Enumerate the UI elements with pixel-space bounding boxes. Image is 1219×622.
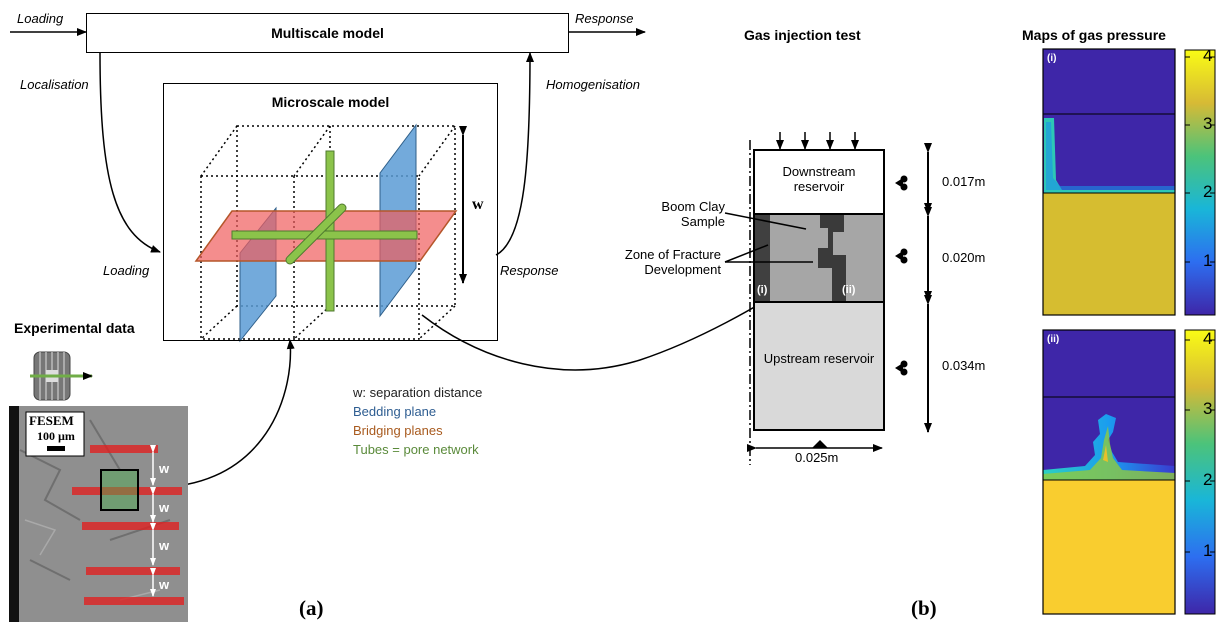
fracture-zone-label: Zone of Fracture Development xyxy=(624,247,721,277)
loading-mid-label: Loading xyxy=(103,263,150,278)
cbar-ii-tick-1: 1 xyxy=(1203,541,1213,560)
cbar-ii-tick-4: 4 xyxy=(1203,329,1213,348)
experimental-data-title: Experimental data xyxy=(14,320,135,336)
maps-title: Maps of gas pressure xyxy=(1022,27,1166,43)
gas-injection-title: Gas injection test xyxy=(744,27,861,43)
legend-tubes: Tubes = pore network xyxy=(353,442,479,457)
w-label-3: w xyxy=(159,538,170,553)
homogenisation-arrow xyxy=(495,52,534,256)
homogenisation-label: Homogenisation xyxy=(546,77,640,92)
w-label-2: w xyxy=(159,500,170,515)
figure-label-b: (b) xyxy=(911,596,937,620)
microscale-title: Microscale model xyxy=(271,94,390,110)
scale-bar-label: 100 µm xyxy=(37,429,75,443)
colorbar-ii xyxy=(1184,329,1216,615)
marker-ii: (ii) xyxy=(842,284,856,296)
cbar-i-tick-1: 1 xyxy=(1203,251,1213,270)
cbar-ii-tick-3: 3 xyxy=(1203,399,1213,418)
w-symbol: w xyxy=(472,196,484,213)
dim-top-label: 0.017m xyxy=(942,174,986,189)
dim-bot-label: 0.034m xyxy=(942,358,986,373)
response-mid-label: Response xyxy=(500,263,559,278)
microscale-model-box: Microscale model xyxy=(163,83,498,341)
fesem-label: FESEM xyxy=(29,413,74,428)
dim-mid-label: 0.020m xyxy=(942,250,986,265)
microscale-cube xyxy=(194,123,467,343)
dim-width-label: 0.025m xyxy=(795,450,839,465)
response-top-label: Response xyxy=(575,11,634,26)
zoom-box xyxy=(100,469,139,511)
multiscale-model-box: Multiscale model xyxy=(86,13,569,53)
legend-bridging: Bridging planes xyxy=(353,423,443,438)
cbar-i-tick-4: 4 xyxy=(1203,46,1213,65)
sample-cylinder-icon xyxy=(30,351,93,401)
marker-i: (i) xyxy=(757,284,768,296)
legend: w: separation distance Bedding plane Bri… xyxy=(353,385,482,457)
pressure-map-i xyxy=(1042,48,1176,316)
w-label-1: w xyxy=(159,461,170,476)
pressure-map-ii xyxy=(1042,329,1176,615)
sem-image xyxy=(9,406,188,622)
cbar-ii-tick-2: 2 xyxy=(1203,470,1213,489)
localisation-arrow xyxy=(99,52,161,253)
figure-label-a: (a) xyxy=(299,596,324,620)
upstream-label: Upstream reservoir xyxy=(763,351,875,366)
cbar-i-tick-2: 2 xyxy=(1203,182,1213,201)
tube-diagonal xyxy=(286,204,346,264)
upstream-reservoir-box xyxy=(753,301,885,431)
localisation-label: Localisation xyxy=(20,77,89,92)
multiscale-title: Multiscale model xyxy=(271,25,384,41)
micro-to-test-arrow xyxy=(421,284,791,371)
map-ii-label: (ii) xyxy=(1047,334,1060,345)
legend-bedding: Bedding plane xyxy=(353,404,437,419)
downstream-reservoir-box xyxy=(753,149,885,215)
cbar-i-tick-3: 3 xyxy=(1203,114,1213,133)
downstream-label: Downstream reservoir xyxy=(782,164,856,194)
boom-clay-label: Boom Clay Sample xyxy=(661,199,725,229)
loading-top-label: Loading xyxy=(17,11,64,26)
w-label-4: w xyxy=(159,577,170,592)
map-i-label: (i) xyxy=(1047,53,1057,64)
test-cell xyxy=(724,132,932,465)
colorbar-i xyxy=(1184,49,1216,316)
legend-separation: w: separation distance xyxy=(353,385,483,400)
